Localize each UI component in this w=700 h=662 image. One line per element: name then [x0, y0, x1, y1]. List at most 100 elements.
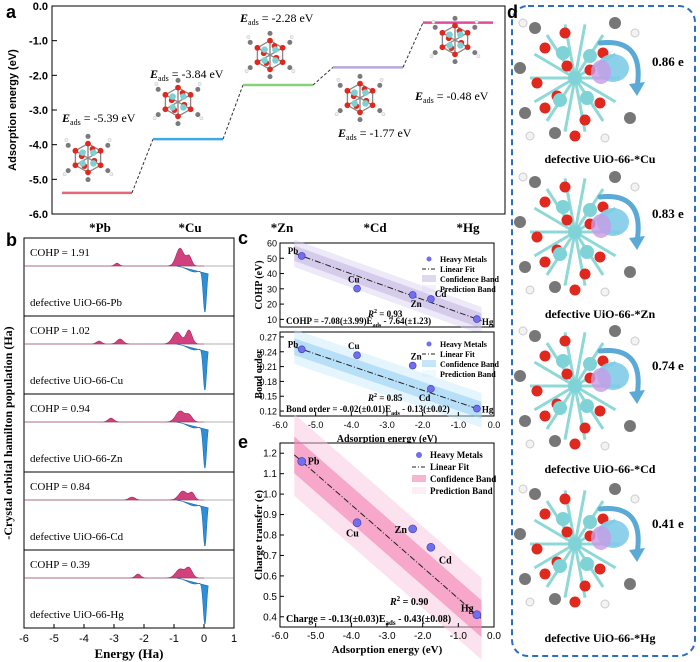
zirconium-atom — [180, 93, 187, 100]
legend-point-swatch — [426, 256, 432, 262]
fit-xtick-label: -1.0 — [450, 631, 468, 642]
oxygen-atom — [279, 59, 286, 66]
cohp-positive-area — [24, 329, 204, 345]
hydrogen-atom — [518, 326, 528, 336]
heavy-metal-point — [408, 524, 417, 534]
legend-label: Confidence Band — [430, 474, 496, 484]
fit-r2-label: R2 = 0.90 — [389, 595, 428, 608]
panel-a-frame — [51, 5, 506, 215]
structure-bond — [533, 206, 576, 234]
heavy-metal-point — [353, 284, 361, 293]
panel-b-xtick-label: -6 — [19, 633, 29, 645]
zirconium-atom — [457, 42, 464, 49]
carbon-atom — [609, 325, 621, 337]
cluster-hg — [429, 15, 481, 65]
fit-ytick-label: 40 — [267, 269, 277, 279]
carbon-atom — [155, 86, 161, 92]
zirconium-atom — [580, 245, 594, 259]
panel-d-charge-zn: 0.83 e — [652, 206, 684, 221]
oxygen-atom — [97, 162, 104, 169]
fit-ytick-label: 0.27 — [259, 332, 277, 342]
hydrogen-atom — [199, 116, 204, 121]
carbon-atom — [609, 171, 621, 183]
oxygen-atom — [531, 231, 543, 243]
fit-xtick-label: -1.0 — [451, 420, 467, 430]
structure-bond — [533, 518, 576, 546]
legend-label: Heavy Metals — [430, 450, 483, 460]
carbon-atom — [432, 24, 438, 30]
oxygen-atom — [561, 214, 573, 226]
legend-ci-swatch — [412, 475, 426, 482]
carbon-atom — [472, 50, 478, 56]
charge-transfer-arrow — [597, 194, 641, 245]
fit-r2-label: R2 = 0.85 — [367, 393, 403, 403]
fit-xtick-label: -4.0 — [343, 631, 361, 642]
hydrogen-atom — [197, 82, 202, 86]
fit-xtick-label: -2.0 — [414, 631, 432, 642]
oxygen-atom — [569, 130, 581, 142]
panel-b-structure-label: defective UiO-66-Zn — [30, 453, 123, 465]
panel-a-ytick-label: -1.0 — [29, 36, 48, 48]
panel-b-xlabel: Energy (Ha) — [95, 646, 164, 661]
oxygen-atom — [344, 102, 351, 109]
oxygen-atom — [559, 181, 571, 193]
hydrogen-atom — [474, 20, 479, 24]
zirconium-atom — [351, 89, 358, 96]
heavy-metal-label: Pb — [288, 339, 299, 349]
zirconium-atom — [556, 512, 570, 526]
heavy-metal-label: Cu — [348, 341, 360, 351]
structure-bond — [573, 332, 587, 387]
zirconium-atom — [169, 104, 176, 111]
panel-d-label-cd: defective UiO-66-*Cd — [544, 462, 656, 476]
oxygen-atom — [267, 37, 273, 44]
structure-bond — [574, 76, 617, 104]
hydrogen-atom — [336, 78, 341, 82]
hydrogen-atom — [379, 78, 384, 82]
carbon-atom — [65, 142, 71, 148]
cohp-value-label: COHP = 0.94 — [30, 403, 90, 415]
hydrogen-atom — [600, 441, 610, 451]
panel-a-xtick-label: *Zn — [271, 220, 294, 235]
zirconium-atom — [90, 149, 97, 156]
fit-xtick-label: -6.0 — [272, 420, 288, 430]
zirconium-atom — [580, 557, 594, 571]
structure-bond — [563, 231, 577, 286]
panel-b-xtick-label: -1 — [169, 633, 179, 645]
cluster-pb — [62, 133, 114, 183]
fit-ytick-label: 0.7 — [263, 551, 277, 562]
oxygen-atom — [369, 87, 376, 94]
panel-b-xtick-label: 0 — [201, 633, 207, 645]
oxygen-atom — [539, 568, 551, 580]
hydrogen-atom — [525, 597, 535, 607]
heavy-metal-point — [427, 295, 435, 303]
oxygen-atom — [357, 109, 363, 116]
carbon-atom — [529, 330, 541, 342]
zirconium-atom — [79, 149, 86, 156]
panel-d-structure — [514, 17, 645, 143]
oxygen-atom — [162, 106, 169, 113]
fit-equation: Charge = -0.13(±0.03)Eads - 0.43(±0.08) — [286, 614, 451, 627]
hydrogen-atom — [107, 138, 112, 142]
hydrogen-atom — [600, 599, 610, 609]
panel-d-label-cu: defective UiO-66-*Cu — [544, 152, 656, 166]
fit-xlabel: Adsorption energy (eV) — [332, 644, 443, 656]
hydrogen-atom — [630, 494, 640, 504]
zirconium-atom — [362, 100, 369, 107]
zirconium-atom — [568, 225, 582, 239]
hydrogen-atom — [381, 112, 386, 117]
charge-accumulation-blob — [591, 214, 611, 238]
zirconium-atom — [351, 100, 358, 107]
panel-a-ytick-label: -6.0 — [29, 209, 48, 221]
oxygen-atom — [594, 97, 606, 109]
zirconium-atom — [556, 200, 570, 214]
oxygen-atom — [559, 335, 571, 347]
panel-a-ytick-label: 0.0 — [33, 1, 48, 13]
carbon-atom — [105, 142, 111, 148]
zirconium-atom — [553, 401, 567, 415]
hydrogen-atom — [600, 133, 610, 143]
carbon-atom — [357, 117, 363, 123]
charge-accumulation-blob — [591, 60, 611, 84]
legend-pi-swatch — [422, 370, 436, 377]
